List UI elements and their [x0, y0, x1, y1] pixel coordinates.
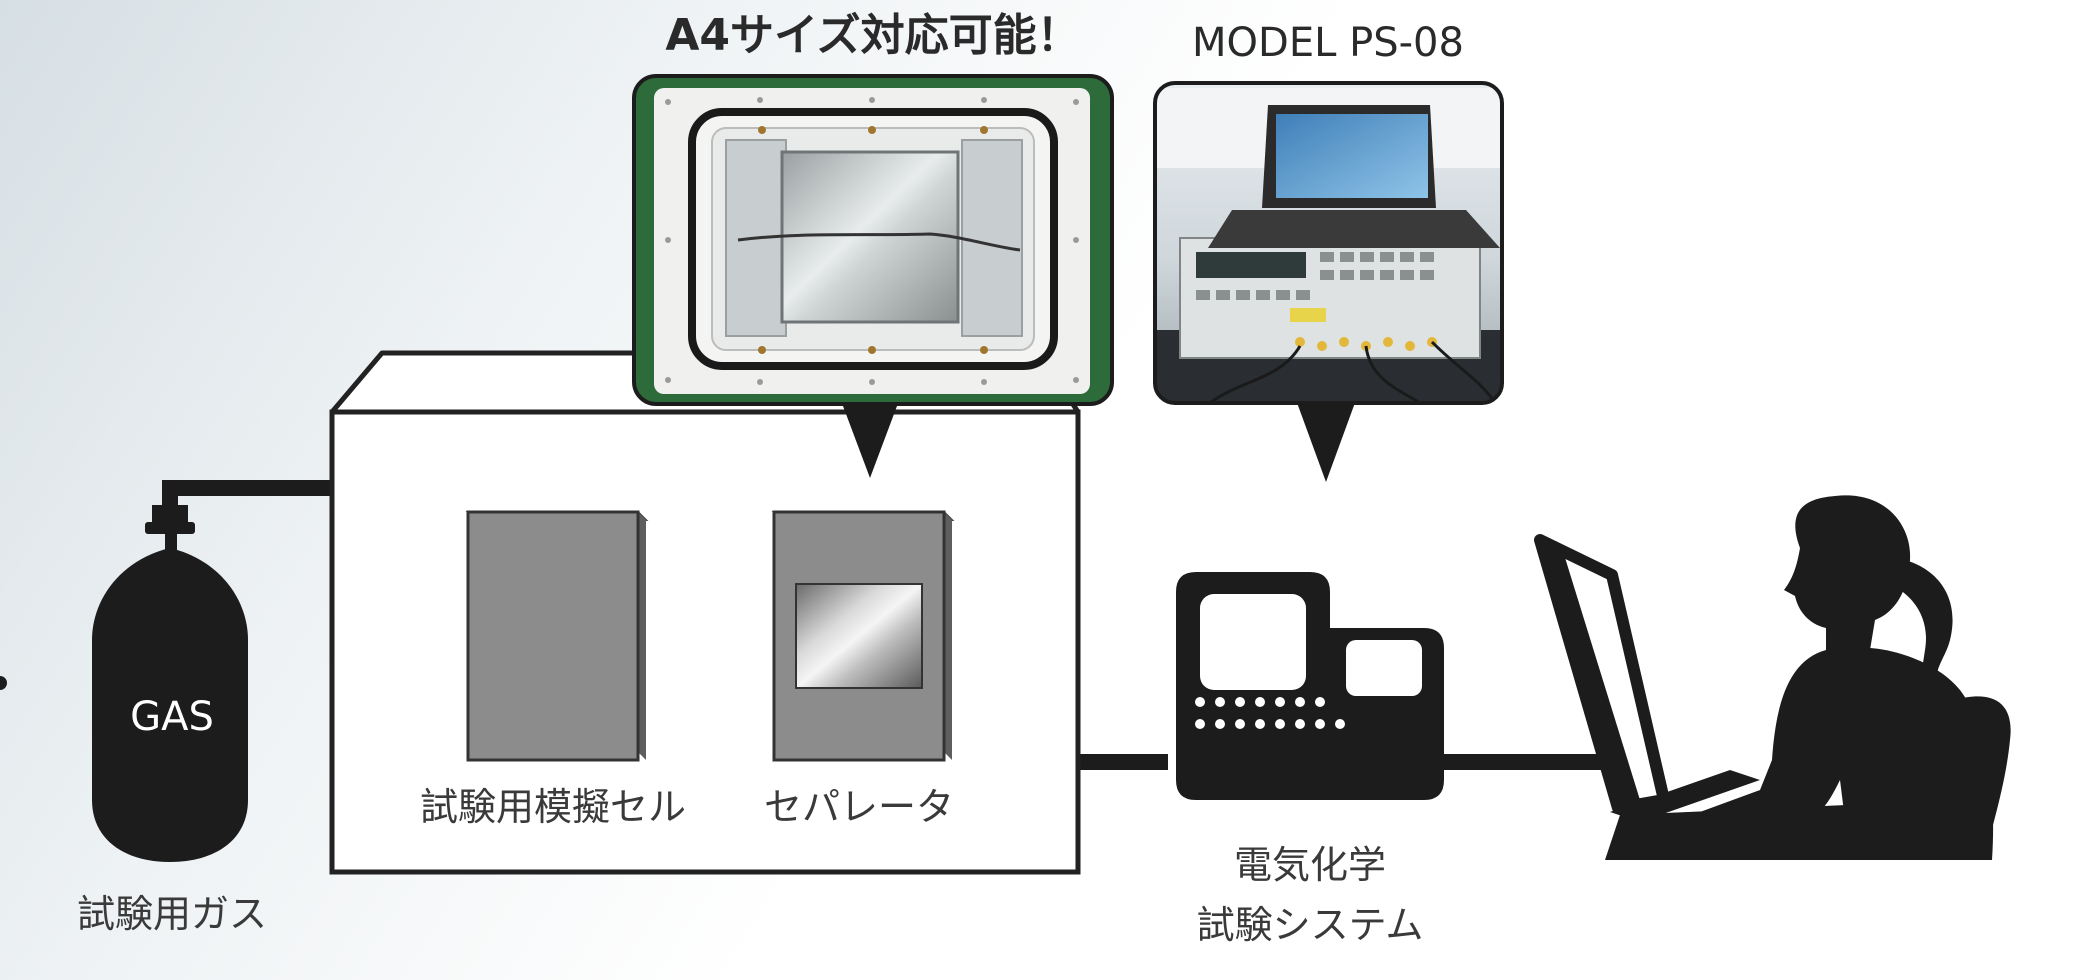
photo-laptop-base — [1208, 210, 1500, 248]
a4-cell-photo-callout — [632, 74, 1114, 478]
test-chamber — [329, 350, 1081, 875]
operator-silhouette-icon — [1605, 495, 2011, 860]
mock-cell-label: 試験用模擬セル — [420, 785, 686, 829]
gas-cylinder-icon — [92, 505, 248, 862]
edge-dot — [0, 676, 7, 690]
system-label-line2: 試験システム — [1197, 903, 1424, 947]
gas-tank-label: GAS — [130, 694, 214, 740]
separator-panel — [771, 510, 955, 762]
sensor-wire — [737, 232, 1021, 252]
electrochemical-instrument-icon — [1176, 572, 1444, 800]
a4-callout-caption: A4サイズ対応可能！ — [665, 10, 1080, 61]
callout-pointer — [1296, 400, 1356, 482]
separator-label: セパレータ — [764, 785, 954, 829]
callout-pointer — [840, 398, 900, 478]
cell-electrode — [780, 150, 960, 324]
desk — [1605, 800, 1975, 860]
mock-cell-panel — [465, 510, 649, 762]
separator-foil — [795, 583, 923, 689]
model-callout-caption: MODEL PS-08 — [1192, 20, 1464, 66]
laptop-icon — [1534, 534, 1760, 822]
system-label-line1: 電気化学 — [1234, 843, 1386, 887]
instrument-photo-callout — [1153, 81, 1504, 482]
test-gas-label: 試験用ガス — [77, 892, 267, 936]
